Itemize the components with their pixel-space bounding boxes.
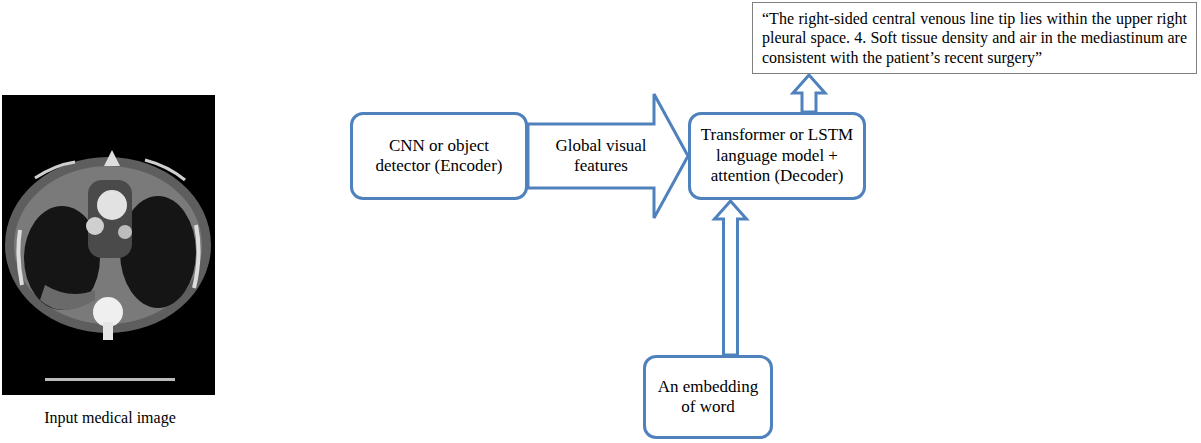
hollow-arrow: [715, 201, 747, 355]
node-text: Transformer or LSTM language model + att…: [699, 125, 855, 186]
body-outline: [5, 157, 211, 333]
vessel: [86, 217, 104, 235]
edge-label: Global visual features: [534, 136, 668, 177]
aorta: [97, 190, 127, 220]
scan-background: [2, 95, 215, 395]
scanner-table: [45, 378, 175, 381]
image-caption: Input medical image: [15, 408, 205, 427]
effusion: [40, 285, 95, 310]
node-text: CNN or object detector (Encoder): [361, 136, 517, 177]
embedding-box: An embedding of word: [643, 355, 773, 439]
spinous-process: [103, 322, 113, 340]
decoder-box: Transformer or LSTM language model + att…: [688, 112, 866, 200]
block-arrow: [528, 94, 688, 218]
rib: [35, 162, 75, 178]
rib: [194, 225, 199, 288]
vessel: [118, 225, 132, 239]
node-text: An embedding of word: [654, 377, 762, 418]
hollow-arrow: [793, 75, 825, 112]
node-text: “The right-sided central venous line tip…: [762, 9, 1187, 67]
encoder-box: CNN or object detector (Encoder): [350, 112, 528, 200]
rib: [18, 230, 22, 285]
rib: [145, 160, 185, 180]
sternum: [104, 150, 120, 166]
output-text-box: “The right-sided central venous line tip…: [752, 2, 1197, 74]
